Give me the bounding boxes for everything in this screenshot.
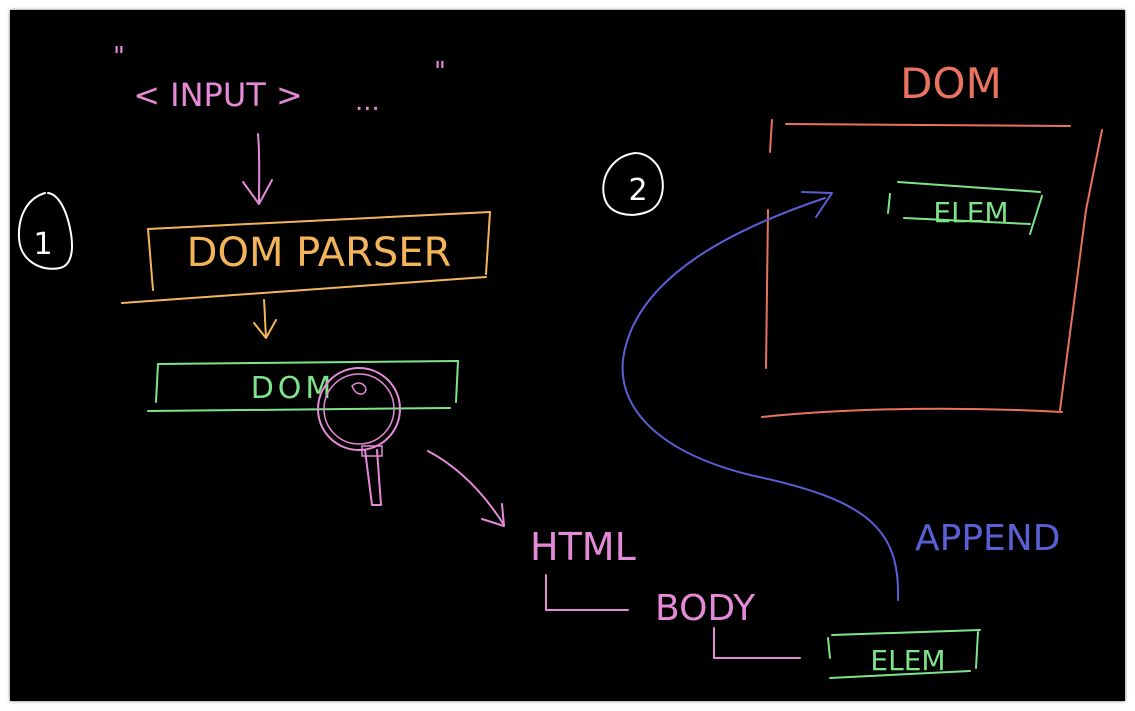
dom-elem-label: ELEM: [933, 196, 1008, 229]
ellipsis: ...: [355, 87, 380, 117]
tree-elem-box: ELEM: [827, 629, 981, 679]
arrow-parser-to-dom: [253, 299, 277, 339]
step-2-number: 2: [628, 173, 647, 208]
dom-elem-box: ELEM: [887, 181, 1043, 235]
dom-title: DOM: [900, 59, 1002, 108]
diagram-svg: 1 " < INPUT > ... " DOM PARSER: [17, 42, 1103, 679]
tree-body-node: BODY: [655, 588, 756, 629]
dom-parser-box: DOM PARSER: [121, 211, 491, 304]
dom-result-label: DOM: [251, 371, 336, 406]
open-quote: ": [113, 42, 125, 72]
html-tree: HTML BODY: [530, 525, 801, 659]
tree-html-node: HTML: [530, 525, 636, 569]
append-label: APPEND: [915, 518, 1060, 559]
dom-parser-label: DOM PARSER: [187, 230, 452, 276]
append-arrow: [621, 191, 900, 601]
step-2-marker: 2: [602, 152, 664, 216]
arrow-magnifier-to-tree: [427, 450, 505, 527]
whiteboard-canvas: 1 " < INPUT > ... " DOM PARSER: [10, 10, 1125, 701]
close-quote: ": [434, 57, 446, 87]
magnifying-glass-icon: [317, 367, 401, 506]
step-1-marker: 1: [17, 192, 73, 270]
tree-elem-label: ELEM: [870, 644, 945, 677]
step-1-number: 1: [33, 227, 52, 262]
input-label: < INPUT >: [133, 76, 303, 114]
dom-container-box: [761, 119, 1103, 418]
dom-result-box: DOM: [147, 360, 459, 412]
input-text: " < INPUT > ... ": [113, 42, 446, 117]
arrow-input-to-parser: [242, 133, 273, 205]
